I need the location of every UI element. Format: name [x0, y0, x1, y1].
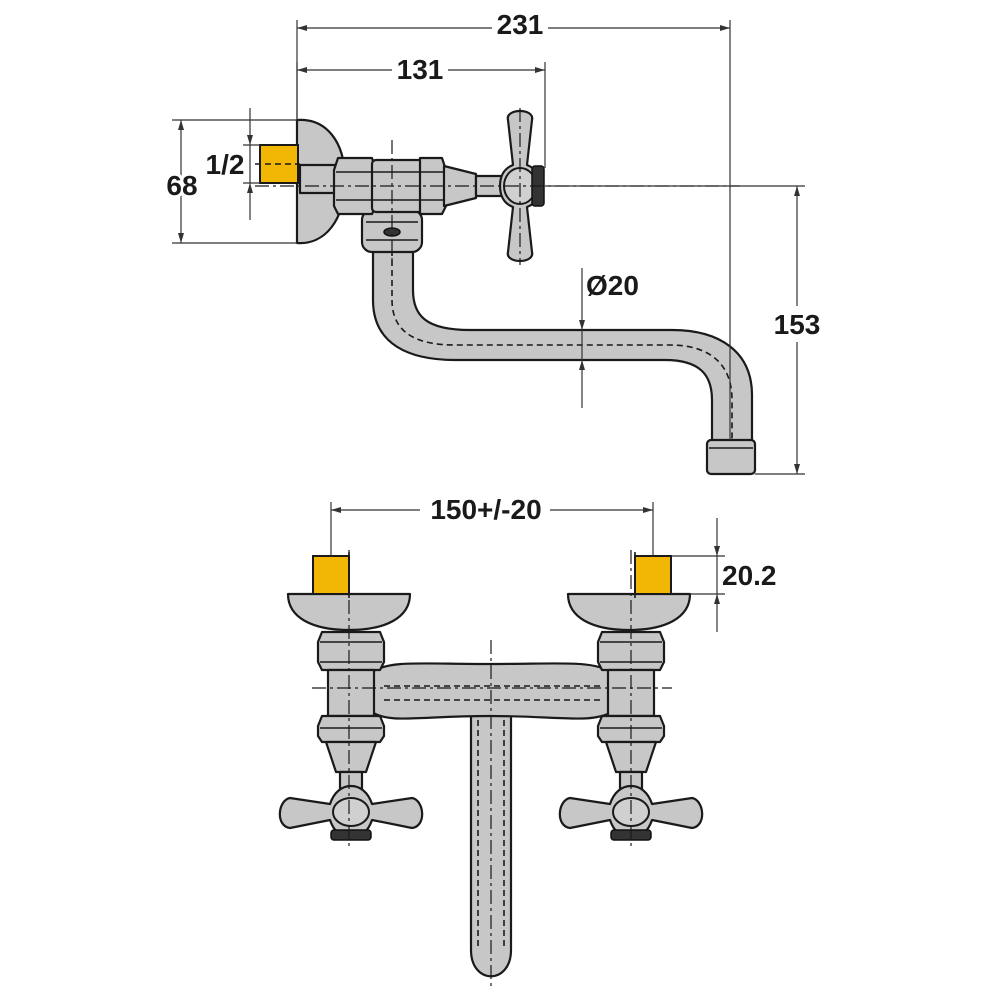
dim-overall-length-label: 231 [497, 9, 544, 40]
dim-inlet-thread: 1/2 [206, 108, 260, 220]
dim-height: 153 [545, 185, 826, 475]
dim-inlet-length-label: 20.2 [722, 560, 777, 591]
front-bridge-body [370, 662, 614, 720]
front-spout [469, 698, 513, 978]
front-hex-nut-left [316, 630, 386, 672]
dim-height-label: 153 [774, 309, 821, 340]
front-flange-right [566, 592, 692, 632]
front-valve-right [558, 550, 704, 850]
front-handle-cap-left [330, 829, 372, 841]
side-view: 231 131 68 1/2 [163, 9, 826, 476]
front-brass-inlet-left[interactable] [312, 555, 350, 595]
front-bonnet-nut-left [316, 714, 386, 744]
front-valve-left [278, 550, 424, 850]
dim-inlet-thread-label: 1/2 [206, 149, 245, 180]
dim-spout-diameter: Ø20 [579, 268, 639, 408]
dim-inlet-spacing: 150+/-20 [330, 494, 654, 556]
dim-handle-offset: 131 [296, 54, 546, 168]
front-view: 150+/-20 20.2 [278, 494, 777, 990]
front-brass-inlet-right[interactable] [634, 555, 672, 595]
dim-flange-diameter: 68 [163, 119, 297, 244]
dim-flange-diameter-label: 68 [166, 170, 197, 201]
dim-spout-diameter-label: Ø20 [586, 270, 639, 301]
dim-handle-offset-label: 131 [397, 54, 444, 85]
side-aerator [705, 438, 757, 476]
dim-overall-length: 231 [296, 9, 731, 440]
dim-inlet-length: 20.2 [672, 518, 777, 632]
dim-inlet-spacing-label: 150+/-20 [430, 494, 541, 525]
